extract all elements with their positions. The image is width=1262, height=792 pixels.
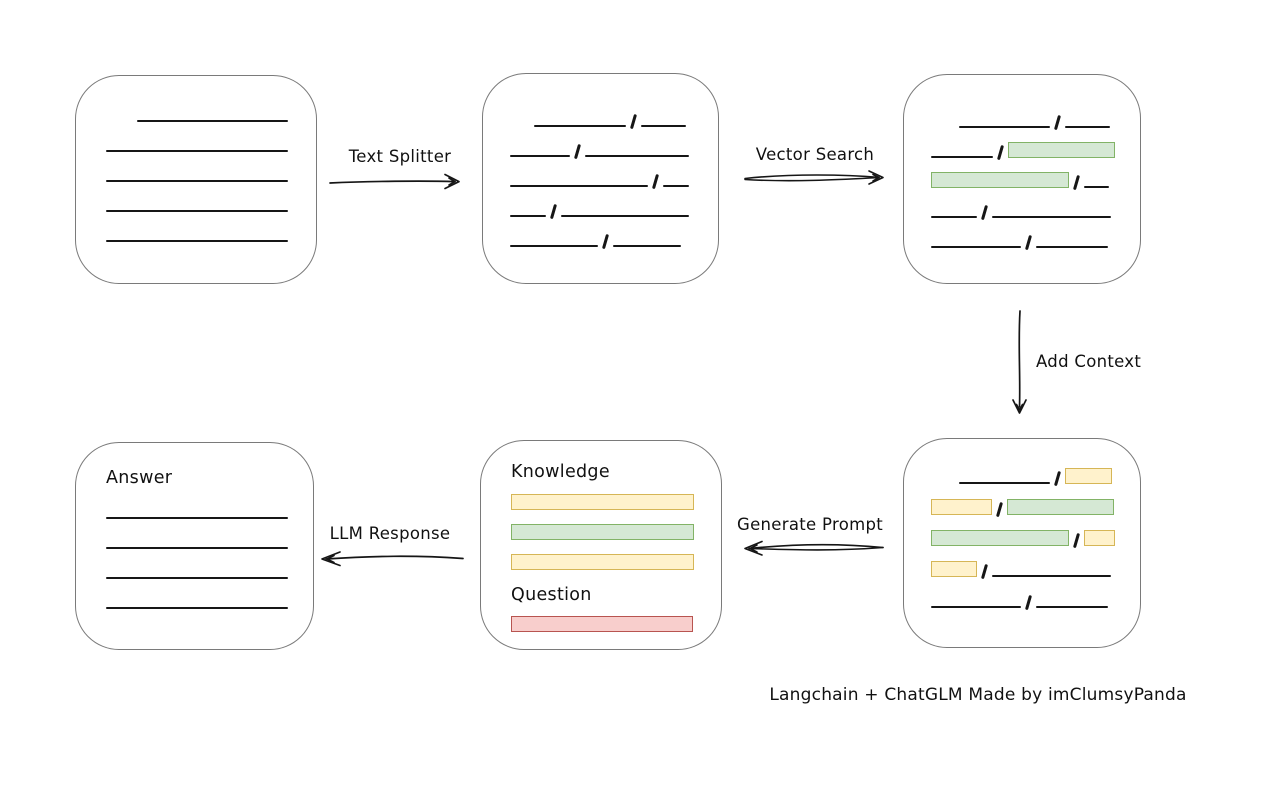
green-chunk (1007, 142, 1115, 158)
text-splitter-label: Text Splitter (348, 147, 452, 166)
text-line (931, 606, 1021, 608)
green-chunk (1006, 499, 1114, 515)
segment-row (931, 158, 1112, 191)
text-line (584, 155, 689, 157)
segment-row (931, 484, 1114, 518)
text-line (931, 156, 993, 158)
answer-lines (106, 489, 288, 609)
segment-row (931, 453, 1112, 487)
segment-row (510, 97, 690, 130)
segment-row (106, 182, 288, 212)
text-line (931, 216, 977, 218)
text-line (106, 210, 288, 212)
segment-row (510, 157, 690, 190)
text-line (106, 180, 288, 182)
text-line (560, 215, 689, 217)
green-chunk (931, 530, 1069, 546)
llm-response-label: LLM Response (329, 524, 451, 543)
text-line (106, 240, 288, 242)
vector-search-label: Vector Search (755, 145, 875, 164)
prompt-box: Knowledge Question (480, 440, 722, 650)
text-line (931, 246, 1021, 248)
text-line (1035, 606, 1108, 608)
text-line (1083, 186, 1109, 188)
text-line (510, 215, 546, 217)
indent-spacer (931, 483, 959, 484)
llm-response-arrow-icon (314, 546, 466, 572)
slash-separator (1024, 234, 1032, 251)
text-splitter-arrow-icon (328, 168, 470, 194)
segment-row (106, 212, 288, 242)
segment-row (106, 549, 288, 579)
knowledge-heading: Knowledge (511, 462, 610, 482)
slash-separator (601, 233, 609, 250)
text-line (1035, 246, 1108, 248)
caption: Langchain + ChatGLM Made by imClumsyPand… (769, 685, 1187, 705)
text-line (959, 482, 1050, 484)
context-result-box (903, 438, 1141, 648)
text-line (640, 125, 686, 127)
segment-row (931, 218, 1112, 251)
slash-separator (1024, 594, 1032, 611)
knowledge-bar-yellow (511, 554, 694, 570)
segment-row (931, 188, 1112, 221)
add-context-label: Add Context (1036, 352, 1142, 371)
question-bars (511, 616, 693, 632)
segment-row (106, 152, 288, 182)
yellow-chunk (1064, 468, 1112, 484)
generate-prompt-label: Generate Prompt (737, 515, 883, 534)
text-line (959, 126, 1050, 128)
text-line (991, 216, 1111, 218)
question-heading: Question (511, 585, 592, 605)
vector-search-arrow-icon (742, 166, 892, 190)
text-line (106, 547, 288, 549)
segment-row (106, 579, 288, 609)
text-line (106, 517, 288, 519)
text-line (510, 185, 648, 187)
segment-row (106, 122, 288, 152)
split-text-box (482, 73, 719, 284)
segment-row (106, 92, 288, 122)
yellow-chunk (931, 499, 992, 515)
segment-row (931, 98, 1112, 131)
segment-row (931, 546, 1112, 580)
source-document-box (75, 75, 317, 284)
segment-row (106, 519, 288, 549)
generate-prompt-arrow-icon (736, 537, 886, 561)
segment-row (931, 128, 1115, 161)
text-line (106, 150, 288, 152)
text-line (106, 577, 288, 579)
text-line (1064, 126, 1110, 128)
green-chunk (931, 172, 1069, 188)
segment-row (510, 187, 690, 220)
indent-spacer (106, 121, 137, 122)
indent-spacer (510, 126, 534, 127)
knowledge-bar-green (511, 524, 694, 540)
segment-row (510, 217, 690, 250)
knowledge-bars (511, 494, 694, 570)
text-line (106, 607, 288, 609)
text-line (510, 245, 598, 247)
text-line (534, 125, 626, 127)
yellow-chunk (931, 561, 977, 577)
text-line (991, 575, 1111, 577)
segment-row (931, 577, 1112, 611)
yellow-chunk (1083, 530, 1115, 546)
text-line (662, 185, 689, 187)
indent-spacer (931, 127, 959, 128)
text-line (510, 155, 570, 157)
segment-row (510, 127, 690, 160)
vector-search-result-box (903, 74, 1141, 284)
answer-heading: Answer (106, 468, 173, 488)
text-line (137, 120, 288, 122)
text-line (612, 245, 681, 247)
segment-row (106, 489, 288, 519)
answer-box: Answer (75, 442, 314, 650)
question-bar-red (511, 616, 693, 632)
segment-row (931, 515, 1115, 549)
add-context-arrow-icon (1007, 309, 1033, 421)
knowledge-bar-yellow (511, 494, 694, 510)
